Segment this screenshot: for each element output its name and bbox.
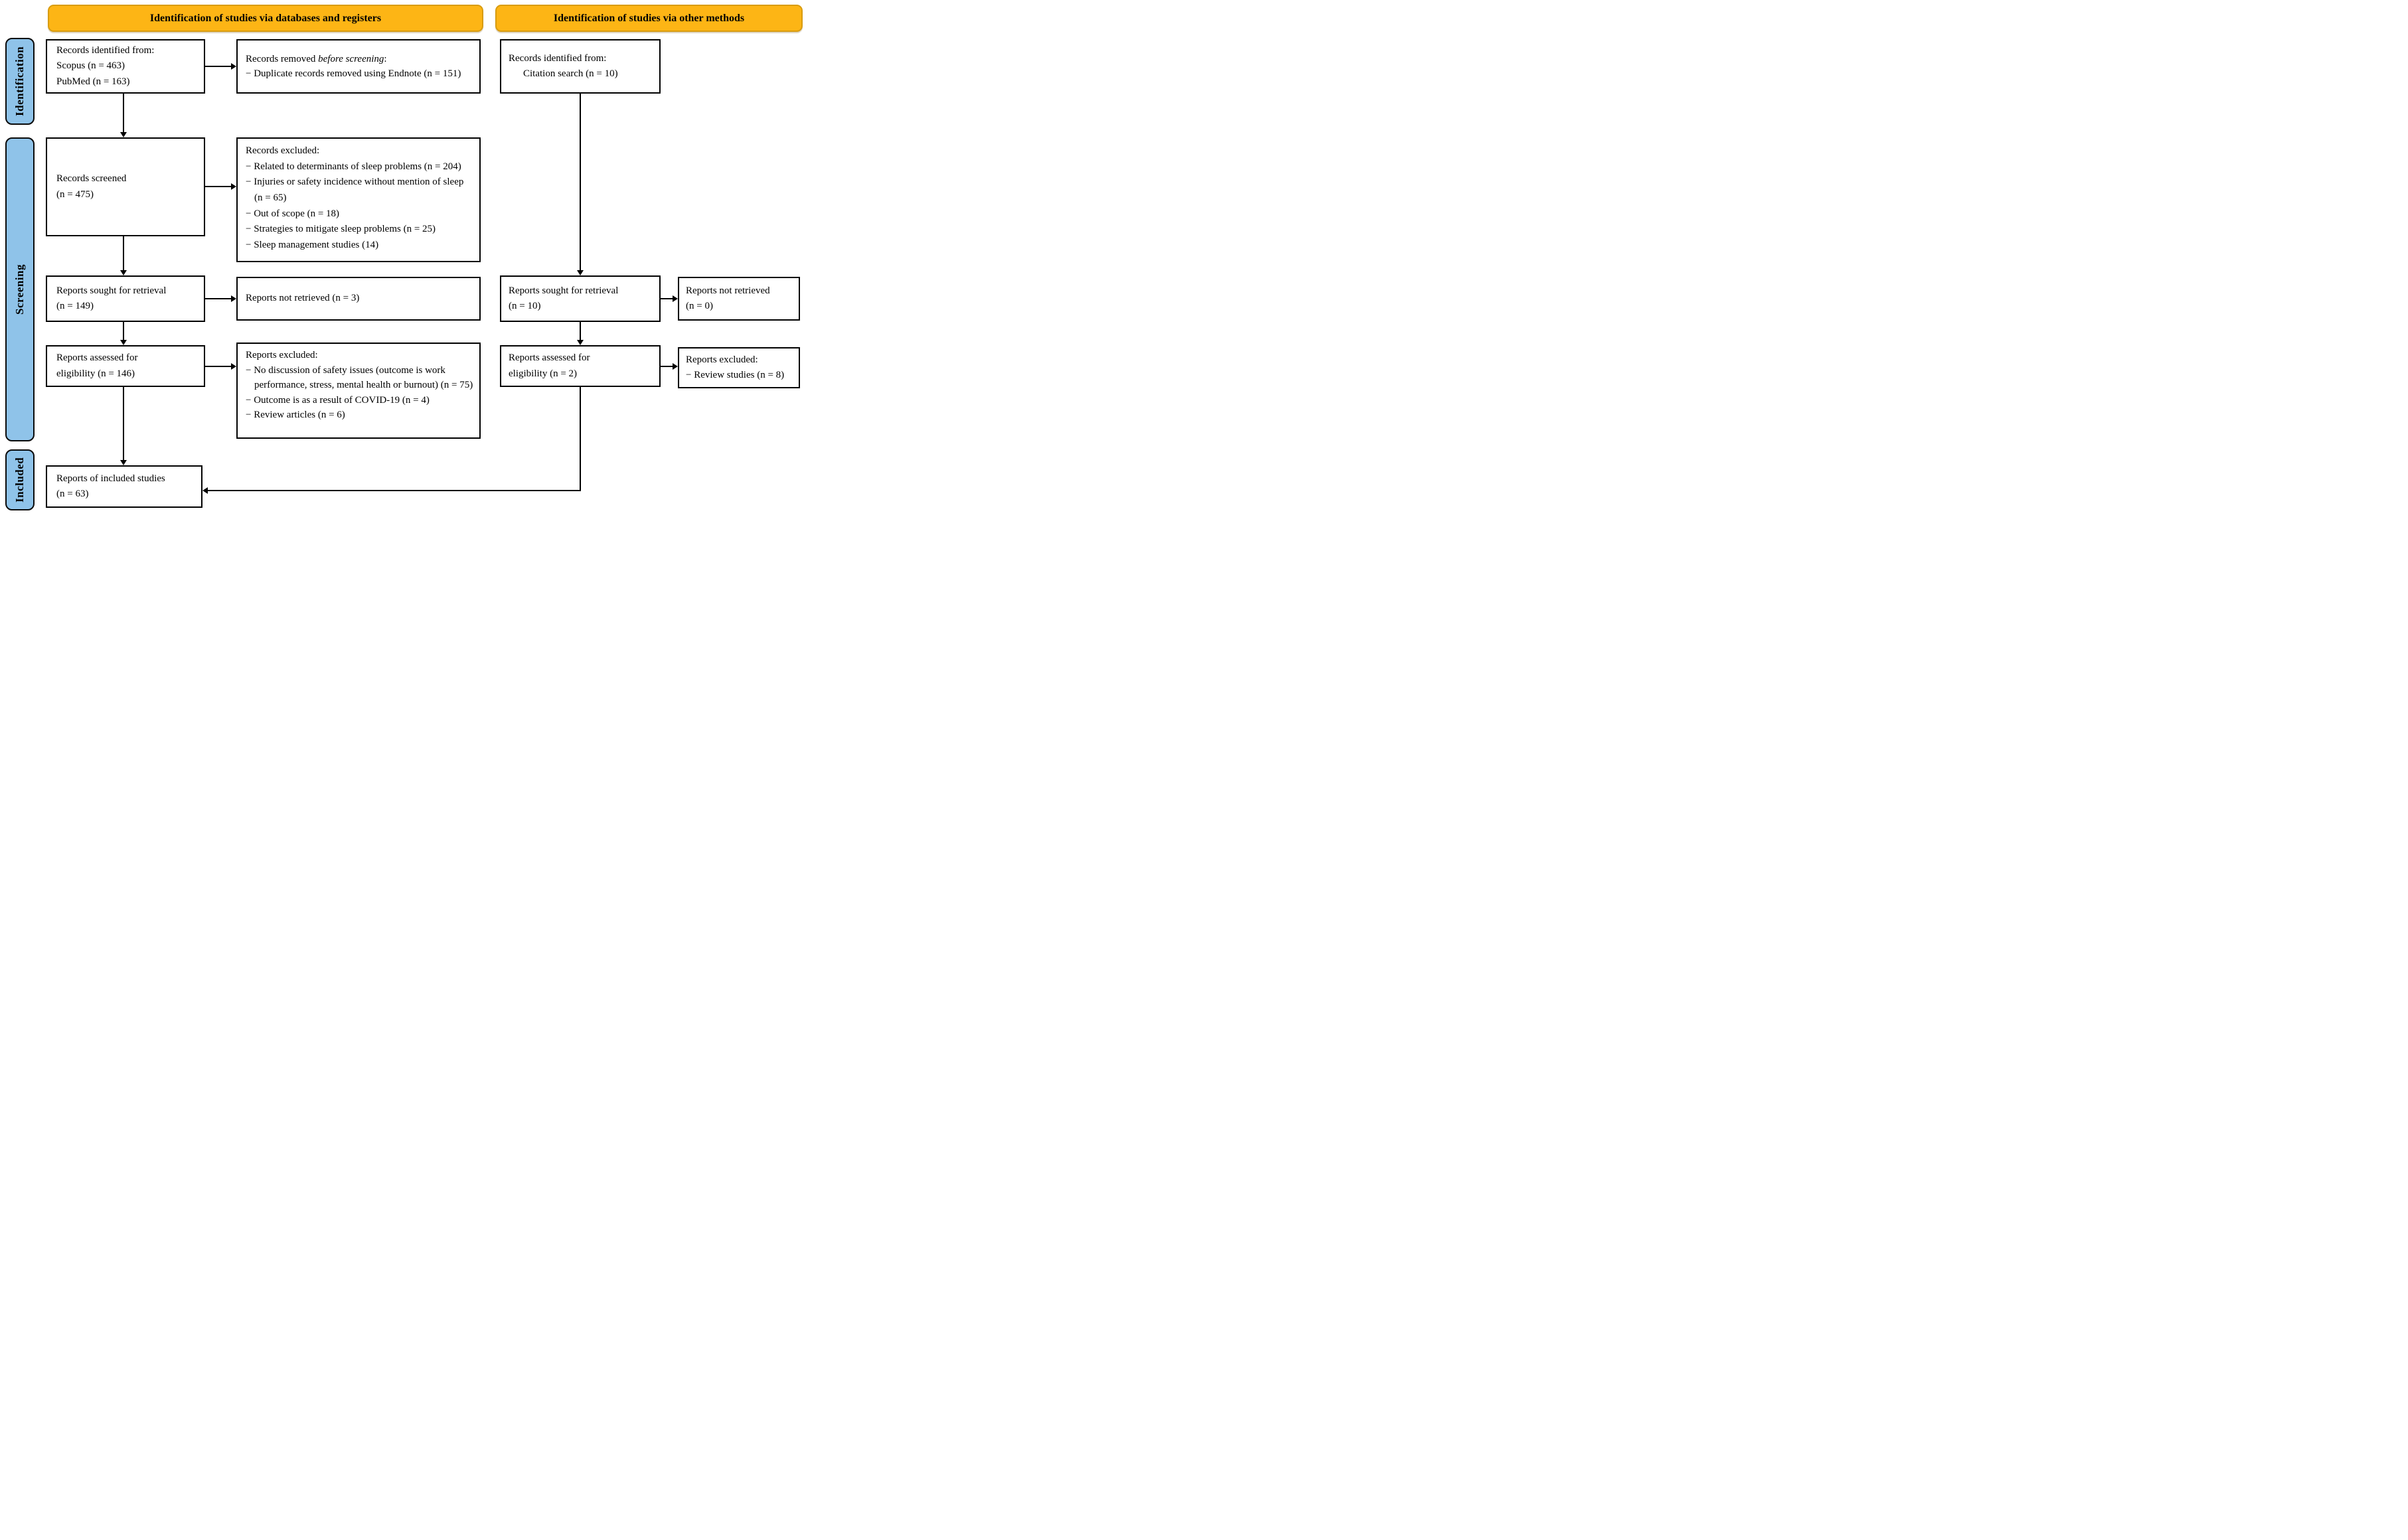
reports-not-retrieved-text: Reports not retrieved (n = 3) — [246, 293, 360, 304]
connector-citation-to-sought — [580, 94, 581, 270]
included-reports-line2: (n = 63) — [56, 489, 89, 499]
reports-excluded-item: − Review articles (n = 6) — [246, 410, 345, 420]
records-removed-title-prefix: Records removed — [246, 53, 319, 64]
arrowhead-down-icon — [120, 132, 127, 137]
banner-other-methods: Identification of studies via other meth… — [495, 5, 803, 32]
records-identified-line3: PubMed (n = 163) — [56, 76, 130, 87]
other-reports-assessed-line2: eligibility (n = 2) — [509, 368, 578, 379]
reports-excluded-item: − Outcome is as a result of COVID-19 (n … — [246, 394, 430, 406]
banner-databases-registers: Identification of studies via databases … — [48, 5, 483, 32]
reports-assessed-line2: eligibility (n = 146) — [56, 368, 135, 379]
box-reports-not-retrieved: Reports not retrieved (n = 3) — [236, 277, 481, 321]
records-excluded-item: − Sleep management studies (14) — [246, 240, 379, 251]
arrowhead-right-icon — [673, 295, 678, 302]
box-included-reports: Reports of included studies (n = 63) — [46, 465, 202, 508]
records-removed-title: Records removed before screening: — [246, 52, 473, 67]
records-excluded-item: − Strategies to mitigate sleep problems … — [246, 224, 436, 235]
stage-label-identification: Identification — [5, 38, 35, 125]
records-excluded-title: Records excluded: — [246, 145, 320, 156]
other-reports-excluded-item: − Review studies (n = 8) — [686, 370, 785, 380]
reports-excluded-title: Reports excluded: — [246, 350, 318, 360]
box-records-removed: Records removed before screening: − Dupl… — [236, 39, 481, 94]
other-reports-assessed-line1: Reports assessed for — [509, 352, 590, 364]
citation-line1: Records identified from: — [509, 52, 607, 64]
stage-label-included: Included — [5, 449, 35, 510]
connector-other-sought-to-not-retrieved — [661, 298, 673, 299]
arrowhead-right-icon — [673, 363, 678, 370]
box-other-reports-sought: Reports sought for retrieval (n = 10) — [500, 275, 661, 322]
prisma-flow-diagram: Identification of studies via databases … — [0, 0, 803, 513]
records-removed-title-italic: before screening — [318, 53, 384, 64]
arrowhead-down-icon — [577, 270, 584, 275]
connector-other-assessed-to-included — [208, 490, 581, 491]
records-removed-item: − Duplicate records removed using Endnot… — [246, 68, 461, 79]
box-citation-records-identified: Records identified from: Citation search… — [500, 39, 661, 94]
arrowhead-right-icon — [231, 183, 236, 190]
connector-screened-to-sought — [123, 236, 124, 270]
reports-sought-line2: (n = 149) — [56, 301, 94, 311]
connector-other-assessed-to-excluded — [661, 366, 673, 367]
other-reports-excluded-title: Reports excluded: — [686, 354, 758, 365]
box-records-screened: Records screened (n = 475) — [46, 137, 205, 236]
box-other-reports-assessed: Reports assessed for eligibility (n = 2) — [500, 345, 661, 387]
records-excluded-item: − Injuries or safety incidence without m… — [246, 177, 464, 204]
records-screened-line1: Records screened — [56, 173, 127, 185]
records-identified-line1: Records identified from: — [56, 45, 155, 56]
included-reports-line1: Reports of included studies — [56, 473, 165, 484]
connector-assessed-to-included — [123, 387, 124, 460]
reports-excluded-item: − No discussion of safety issues (outcom… — [246, 364, 473, 391]
arrowhead-down-icon — [120, 270, 127, 275]
arrowhead-down-icon — [120, 460, 127, 465]
other-reports-sought-line1: Reports sought for retrieval — [509, 285, 619, 296]
box-records-identified: Records identified from: Scopus (n = 463… — [46, 39, 205, 94]
box-other-reports-excluded: Reports excluded: − Review studies (n = … — [678, 347, 800, 388]
box-reports-sought: Reports sought for retrieval (n = 149) — [46, 275, 205, 322]
connector-identified-to-removed — [205, 66, 231, 67]
box-reports-assessed: Reports assessed for eligibility (n = 14… — [46, 345, 205, 387]
other-reports-not-retrieved-line1: Reports not retrieved — [686, 285, 770, 296]
reports-sought-line1: Reports sought for retrieval — [56, 285, 167, 296]
citation-line2: Citation search (n = 10) — [523, 68, 618, 79]
connector-assessed-to-excluded — [205, 366, 231, 367]
connector-other-assessed-down — [580, 387, 581, 491]
records-excluded-item: − Out of scope (n = 18) — [246, 208, 340, 219]
connector-other-sought-to-assessed — [580, 322, 581, 340]
other-reports-sought-line2: (n = 10) — [509, 301, 541, 311]
reports-assessed-line1: Reports assessed for — [56, 352, 138, 364]
arrowhead-left-icon — [202, 487, 208, 494]
arrowhead-right-icon — [231, 363, 236, 370]
connector-sought-to-assessed — [123, 322, 124, 340]
records-identified-line2: Scopus (n = 463) — [56, 60, 125, 72]
box-other-reports-not-retrieved: Reports not retrieved (n = 0) — [678, 277, 800, 321]
arrowhead-down-icon — [120, 340, 127, 345]
arrowhead-right-icon — [231, 295, 236, 302]
other-reports-not-retrieved-line2: (n = 0) — [686, 301, 713, 311]
arrowhead-right-icon — [231, 63, 236, 70]
connector-identified-to-screened — [123, 94, 124, 132]
records-removed-title-suffix: : — [384, 53, 387, 64]
records-excluded-item: − Related to determinants of sleep probl… — [246, 161, 461, 172]
box-reports-excluded: Reports excluded: − No discussion of saf… — [236, 343, 481, 439]
connector-screened-to-excluded — [205, 186, 231, 187]
stage-label-screening: Screening — [5, 137, 35, 441]
records-screened-line2: (n = 475) — [56, 189, 94, 200]
arrowhead-down-icon — [577, 340, 584, 345]
box-records-excluded: Records excluded: − Related to determina… — [236, 137, 481, 262]
connector-sought-to-not-retrieved — [205, 298, 231, 299]
